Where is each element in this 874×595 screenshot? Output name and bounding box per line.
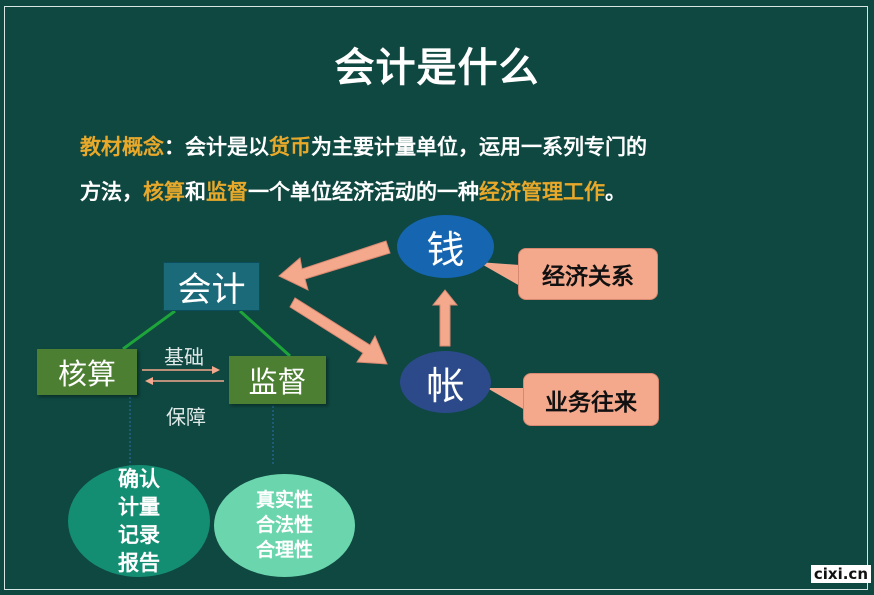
node-hesuan: 核算	[37, 349, 137, 395]
callout-yewu: 业务往来	[523, 373, 659, 426]
definition-segment: 方法，	[80, 179, 143, 204]
watermark: cixi.cn	[810, 565, 871, 583]
definition-text: 教材概念：会计是以货币为主要计量单位，运用一系列专门的 方法，核算和监督一个单位…	[80, 124, 800, 214]
callout-tail-jingji	[478, 262, 520, 286]
hesuan-item: 确认	[118, 466, 160, 491]
hesuan-item: 计量	[118, 494, 160, 519]
definition-line-1: 教材概念：会计是以货币为主要计量单位，运用一系列专门的	[80, 124, 800, 169]
slide-title: 会计是什么	[334, 45, 540, 91]
arrow-guarantee-head	[145, 377, 153, 385]
definition-segment: 。	[605, 179, 626, 204]
label-basis: 基础	[164, 345, 204, 369]
definition-keyword: 教材概念	[80, 134, 164, 159]
arrow-basis-head	[212, 366, 220, 374]
definition-segment: ：会计是以	[164, 134, 269, 159]
callout-jingji: 经济关系	[518, 248, 658, 300]
definition-keyword: 货币	[269, 134, 311, 159]
hesuan-item: 报告	[118, 550, 160, 575]
hesuan-item: 记录	[118, 522, 160, 547]
line-kuaiji-hesuan	[122, 309, 176, 351]
arrow-kuaiji-zhang	[289, 297, 388, 365]
arrow-zhang-qian	[431, 289, 459, 347]
definition-segment: 为主要计量单位，运用一系列专门的	[311, 134, 647, 159]
node-kuaiji: 会计	[163, 262, 260, 311]
circle-jiandu-items: 真实性 合法性 合理性	[214, 474, 355, 577]
definition-keyword: 核算	[143, 179, 185, 204]
line-kuaiji-jiandu	[238, 309, 292, 358]
slide-frame	[4, 6, 868, 590]
definition-keyword: 监督	[206, 179, 248, 204]
label-guarantee: 保障	[166, 405, 206, 429]
node-qian: 钱	[397, 215, 494, 278]
jiandu-item: 合理性	[255, 539, 313, 561]
definition-segment: 一个单位经济活动的一种	[248, 179, 479, 204]
jiandu-item: 合法性	[255, 514, 313, 536]
definition-segment: 和	[185, 179, 206, 204]
arrow-qian-kuaiji	[278, 240, 391, 291]
circle-hesuan-items: 确认 计量 记录 报告	[68, 465, 210, 577]
node-zhang: 帐	[400, 351, 491, 413]
node-jiandu: 监督	[229, 356, 326, 404]
definition-line-2: 方法，核算和监督一个单位经济活动的一种经济管理工作。	[80, 169, 800, 214]
jiandu-item: 真实性	[255, 489, 313, 511]
definition-keyword: 经济管理工作	[479, 179, 605, 204]
callout-tail-yewu	[487, 388, 525, 410]
